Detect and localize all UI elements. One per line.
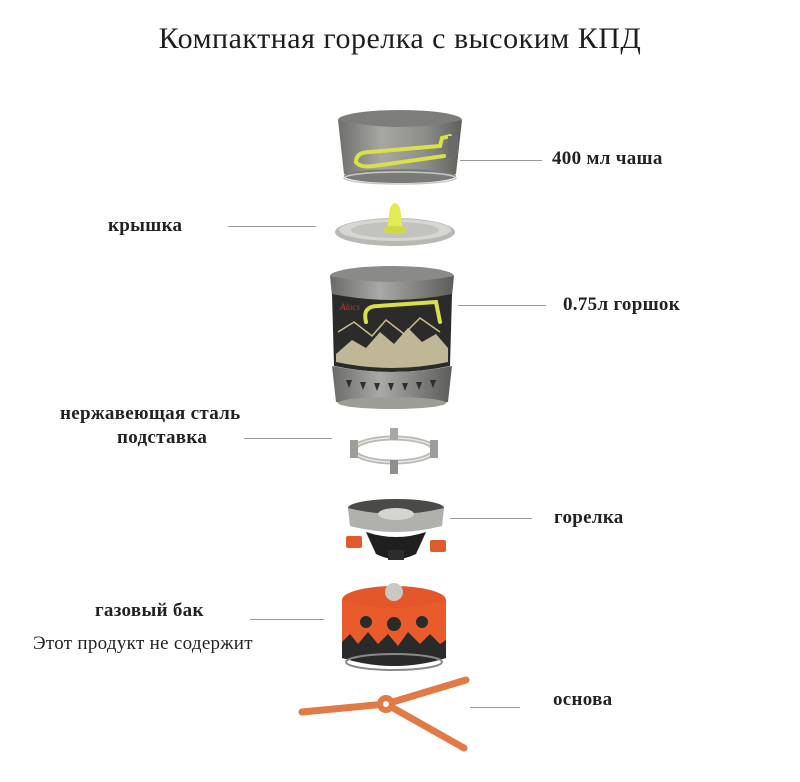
gas-tank-note: Этот продукт не содержит [33, 633, 253, 654]
stand-image [346, 424, 442, 476]
base-illustration [298, 676, 470, 752]
stand-leader-line [244, 438, 332, 439]
gas-tank-image [336, 582, 452, 676]
cup-image [330, 108, 470, 190]
pot-label: 0.75л горшок [563, 294, 680, 315]
base-image [296, 668, 490, 752]
pot-leader-line [458, 305, 546, 306]
page-title: Компактная горелка с высоким КПД [158, 22, 642, 55]
cup-label: 400 мл чаша [552, 148, 663, 169]
stand-label-line2: подставка [117, 427, 208, 448]
pot-illustration: Alocs [330, 266, 454, 409]
burner-image [338, 494, 454, 566]
gas-tank-leader-line [250, 619, 324, 620]
burner-leader-line [450, 518, 532, 519]
pot-image: Alocs [322, 262, 462, 414]
cup-leader-line [460, 160, 542, 161]
stand-label-line1: нержавеющая сталь [60, 403, 241, 424]
gas-tank-illustration [342, 583, 446, 671]
stand-illustration [350, 428, 438, 474]
burner-illustration [346, 499, 446, 560]
lid-illustration [335, 203, 455, 246]
pot-brand-text: Alocs [339, 302, 360, 312]
base-leader-line [470, 707, 520, 708]
base-label: основа [553, 689, 613, 710]
burner-label: горелка [554, 507, 624, 528]
cup-illustration [338, 110, 462, 185]
lid-image [330, 196, 460, 254]
lid-label: крышка [108, 215, 183, 236]
gas-tank-label: газовый бак [95, 600, 204, 621]
lid-leader-line [228, 226, 316, 227]
